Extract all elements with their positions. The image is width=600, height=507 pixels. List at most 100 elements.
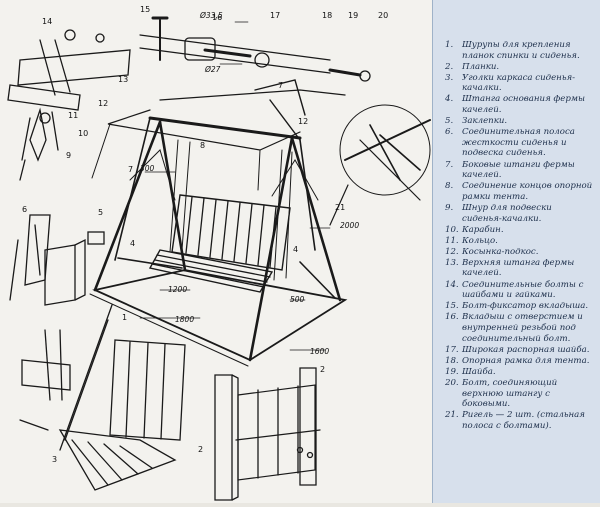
callout-18: 18 [322, 11, 332, 20]
dim-frame-length: 1800 [175, 315, 194, 324]
legend-item: 10.Карабин. [445, 225, 594, 236]
callout-15: 15 [140, 5, 150, 14]
legend-item-number: 4. [445, 94, 454, 105]
legend-item-text: Соединительные болты с шайбами и гайками… [462, 279, 584, 301]
legend-item-number: 15. [445, 301, 459, 312]
legend-item-number: 20. [445, 377, 459, 388]
legend-item-number: 9. [445, 202, 454, 213]
legend-item-text: Заклепки. [462, 116, 508, 127]
legend-item: 1. Шурупы для крепления планок спинки и с… [445, 40, 594, 61]
callout-3: 3 [52, 455, 57, 464]
legend-item: 21.Ригель — 2 шт. (стальная полоса с бол… [445, 410, 594, 431]
legend-item: 4. Штанга основания фермы качелей. [445, 94, 594, 115]
callout-11: 11 [68, 111, 78, 120]
callout-12: 12 [98, 99, 108, 108]
legend-item-text: Болт-фиксатор вкладыша. [462, 301, 589, 312]
callout-4: 4 [130, 239, 135, 248]
legend-item-text: Планки. [462, 61, 500, 72]
dim-base-width: 1600 [310, 347, 329, 356]
legend-item-text: Ригель — 2 шт. (стальная полоса с болтам… [462, 410, 585, 431]
detail-post [214, 367, 321, 501]
dim-inner-diameter: Ø27 [204, 65, 221, 74]
legend-item-number: 5. [445, 116, 454, 127]
dimension-labels: Ø33,5 Ø27 300 1200 1800 2000 500 1600 [140, 11, 359, 356]
dim-base-depth: 500 [290, 295, 305, 304]
legend-item-text: Вкладыш с отверстием и внутренней резьбо… [462, 312, 583, 344]
swing-assembly-svg: Ø33,5 Ø27 300 1200 1800 2000 500 1600 15… [7, 5, 431, 501]
legend-item-number: 18. [445, 355, 459, 366]
dim-seat-depth: 300 [140, 164, 155, 173]
legend-item-text: Кольцо. [462, 235, 498, 246]
legend-item: 6.Соединительная полоса жесткости сидень… [445, 127, 594, 159]
legend-item-text: Шайба. [462, 366, 496, 377]
detail-seat-frame [19, 304, 186, 491]
dim-frame-height: 2000 [340, 221, 359, 230]
legend-item: 18.Опорная рамка для тента. [445, 356, 594, 367]
detail-bolt-insert [139, 16, 371, 141]
callout-7: 7 [278, 81, 283, 90]
legend-item-text: Широкая распорная шайба. [462, 344, 590, 355]
dimension-lines [139, 21, 331, 351]
legend-item-text: Боковые штанги фермы качелей. [462, 159, 575, 181]
legend-list: 1. Шурупы для крепления планок спинки и с… [445, 40, 594, 431]
legend-item-number: 21. [445, 410, 459, 421]
dim-seat-width: 1200 [168, 285, 187, 294]
assembly-drawing: Ø33,5 Ø27 300 1200 1800 2000 500 1600 15… [0, 0, 432, 503]
callout-12b: 12 [298, 117, 308, 126]
swing-frame [89, 109, 348, 367]
legend-item: 13.Верхняя штанга фермы качелей. [445, 258, 594, 279]
legend-item: 20.Болт, соединяющий верхнюю штангу с бо… [445, 378, 594, 410]
legend-item-text: Верхняя штанга фермы качелей. [462, 257, 575, 279]
legend-item: 17.Широкая распорная шайба. [445, 345, 594, 356]
legend-item: 3. Уголки каркаса сиденья-качалки. [445, 73, 594, 94]
swing-seat [148, 139, 293, 293]
callout-16: 16 [212, 13, 222, 22]
callout-21: 21 [335, 203, 345, 212]
legend-item-number: 3. [445, 72, 454, 83]
legend-item-text: Болт, соединяющий верхнюю штангу с боков… [462, 377, 558, 410]
legend-item: 14.Соединительные болты с шайбами и гайк… [445, 280, 594, 301]
callout-7b: 7 [128, 165, 133, 174]
callout-13: 13 [118, 75, 128, 84]
dim-outer-diameter: Ø33,5 [199, 11, 223, 20]
legend-item-text: Соединительная полоса жесткости сиденья … [462, 127, 575, 159]
legend-item-number: 12. [445, 246, 459, 257]
legend-item-number: 10. [445, 224, 459, 235]
callout-1: 1 [122, 313, 127, 322]
legend-item: 8. Соединение концов опорной рамки тента. [445, 181, 594, 202]
detail-carabiner [7, 29, 131, 181]
legend-item-number: 7. [445, 159, 454, 170]
legend-item-number: 14. [445, 279, 459, 290]
legend-item-text: Уголки каркаса сиденья-качалки. [462, 72, 576, 94]
legend-item-text: Шурупы для крепления планок спинки и сид… [462, 40, 580, 61]
legend-item: 11.Кольцо. [445, 236, 594, 247]
callout-numbers: 15 16 17 18 19 20 14 13 12 11 10 9 12 7 … [22, 5, 388, 464]
legend-item: 7. Боковые штанги фермы качелей. [445, 160, 594, 181]
callout-20: 20 [378, 11, 388, 20]
legend-item-text: Штанга основания фермы качелей. [462, 94, 585, 116]
legend-item-number: 11. [445, 235, 459, 246]
legend-item-number: 17. [445, 344, 459, 355]
legend-item: 15.Болт-фиксатор вкладыша. [445, 301, 594, 312]
callout-8: 8 [200, 141, 205, 150]
legend-item: 5. Заклепки. [445, 116, 594, 127]
callout-10: 10 [78, 129, 88, 138]
legend-item-number: 8. [445, 181, 454, 192]
callout-9: 9 [66, 151, 71, 160]
callout-4b: 4 [293, 245, 298, 254]
callout-14: 14 [42, 17, 52, 26]
callout-19: 19 [348, 11, 358, 20]
legend-item-text: Шнур для подвески сиденья-качалки. [462, 202, 552, 224]
callout-6: 6 [22, 205, 27, 214]
legend-item-number: 1. [445, 40, 454, 50]
legend-item-number: 2. [445, 61, 454, 72]
detail-bracket [9, 214, 105, 306]
callout-17: 17 [270, 11, 280, 20]
legend-item-text: Косынка-подкос. [462, 246, 539, 257]
detail-gusset [329, 104, 431, 226]
legend-item-text: Соединение концов опорной рамки тента. [462, 181, 593, 202]
callout-5: 5 [98, 208, 103, 217]
legend-item: 16.Вкладыш с отверстием и внутренней рез… [445, 312, 594, 344]
callout-2: 2 [198, 445, 203, 454]
legend-item-number: 16. [445, 312, 459, 323]
